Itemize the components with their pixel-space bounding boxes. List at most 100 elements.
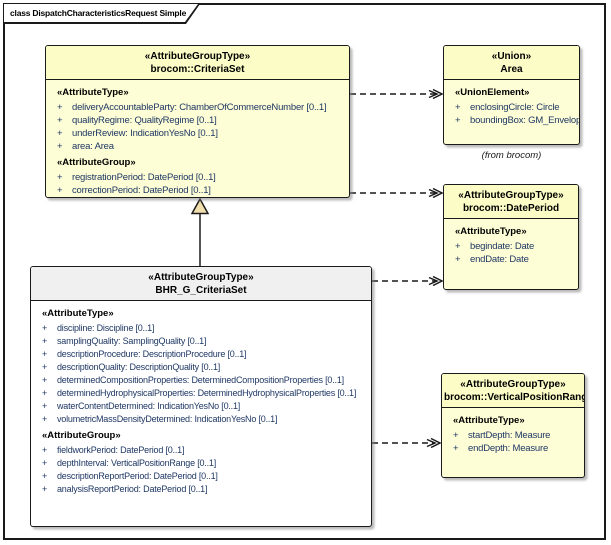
attribute-row: +correctionPeriod: DatePeriod [0..1] [48,184,347,197]
visibility-symbol: + [57,115,63,126]
class-attribute-compartment: «AttributeType» + startDepth: Measure+endD… [442,408,584,457]
class-stereotype: «AttributeGroupType» [144,51,251,62]
attribute-text: descriptionProcedure: DescriptionProcedu… [57,349,247,359]
attribute-text: samplingQuality: SamplingQuality [0..1] [57,336,207,346]
attribute-row: + samplingQuality: SamplingQuality [0..1] [33,335,369,348]
attribute-text: registrationPeriod: DatePeriod [0..1] [72,172,216,183]
attribute-text: boundingBox: GM_Envelope [470,115,580,126]
class-box-brocom-verticalpositionrange[interactable]: «AttributeGroupType» brocom::VerticalPos… [441,373,585,478]
section-stereotype: «AttributeType» [455,226,527,237]
class-header: «AttributeGroupType» brocom::CriteriaSet [46,46,349,80]
attribute-row: +underReview: IndicationYesNo [0..1] [48,127,347,140]
diagram-frame [3,3,606,540]
attribute-row: +endDepth: Measure [444,442,582,455]
visibility-symbol: + [42,349,48,359]
visibility-symbol: + [42,401,48,411]
section-stereotype: «AttributeType» [42,308,114,319]
attribute-row: + registrationPeriod: DatePeriod [0..1] [48,171,347,184]
attribute-text: area: Area [72,141,114,152]
class-stereotype: «AttributeGroupType» [460,379,566,390]
dependency-arrow-bhr-to-dateperiod [372,275,444,287]
class-box-area[interactable]: «Union» Area «UnionElement» + enclosingCir… [443,45,580,145]
section-stereotype: «AttributeGroup» [42,430,121,441]
section-stereotype: «AttributeType» [57,87,129,98]
attribute-text: underReview: IndicationYesNo [0..1] [72,128,218,139]
attribute-row: + determinedHydrophysicalProperties: Dete… [33,387,369,400]
attribute-row: + determinedCompositionProperties: Determ… [33,374,369,387]
attribute-text: endDate: Date [470,254,529,265]
visibility-symbol: + [42,388,48,398]
generalization-arrow-bhr-to-criteriaset [190,197,210,266]
attribute-text: descriptionQuality: DescriptionQuality [… [57,362,221,372]
attribute-row: + depthInterval: VerticalPositionRange [0… [33,457,369,470]
class-header: «AttributeGroupType» BHR_G_CriteriaSet [31,267,371,301]
visibility-symbol: + [57,102,63,113]
class-name: BHR_G_CriteriaSet [155,285,247,296]
class-attribute-compartment: «AttributeType» + begindate: Date + endDate:… [444,219,578,268]
visibility-symbol: + [42,484,48,494]
visibility-symbol: + [455,241,461,252]
visibility-symbol: + [57,172,63,183]
attribute-row: + startDepth: Measure [444,429,582,442]
visibility-symbol: + [42,458,48,468]
diagram-title: class DispatchCharacteristicsRequest Sim… [4,4,198,22]
attribute-row: + qualityRegime: QualityRegime [0..1] [48,114,347,127]
attribute-row: + analysisReportPeriod: DatePeriod [0..1] [33,483,369,496]
attribute-text: startDepth: Measure [468,430,551,441]
visibility-symbol: + [453,430,459,441]
class-box-brocom-criteriaset[interactable]: «AttributeGroupType» brocom::CriteriaSet… [45,45,350,198]
class-name: Area [500,64,523,75]
visibility-symbol: + [42,471,48,481]
attribute-row: + boundingBox: GM_Envelope [446,114,580,127]
section-stereotype: «AttributeGroup» [57,157,136,168]
visibility-symbol: + [42,336,48,346]
visibility-symbol: + [42,445,48,455]
attribute-row: + area: Area [48,140,347,153]
attribute-text: deliveryAccountableParty: ChamberOfComme… [72,102,327,113]
visibility-symbol: + [42,375,48,385]
attribute-row: +waterContentDetermined: IndicationYesNo… [33,400,369,413]
attribute-text: discipline: Discipline [0..1] [57,323,155,333]
attribute-row: +descriptionQuality: DescriptionQuality … [33,361,369,374]
visibility-symbol: + [455,254,461,265]
visibility-symbol: + [42,414,48,424]
class-name: brocom::CriteriaSet [150,64,245,75]
class-attribute-compartment: «AttributeType» + discipline: Discipline [… [31,301,371,498]
visibility-symbol: + [455,115,461,126]
visibility-symbol: + [453,443,459,454]
attribute-row: + begindate: Date [446,240,576,253]
class-name: brocom::VerticalPositionRange [444,392,585,403]
attribute-text: analysisReportPeriod: DatePeriod [0..1] [57,484,208,494]
class-attribute-compartment: «UnionElement» + enclosingCircle: Circle + b… [444,80,579,129]
section-stereotype: «AttributeType» [453,415,525,426]
dependency-arrow-bhr-to-verticalpositionrange [372,437,442,449]
section-stereotype: «UnionElement» [455,87,530,98]
visibility-symbol: + [57,141,63,152]
attribute-text: qualityRegime: QualityRegime [0..1] [72,115,217,126]
class-stereotype: «AttributeGroupType» [148,272,254,283]
attribute-row: + endDate: Date [446,253,576,266]
attribute-text: depthInterval: VerticalPositionRange [0.… [57,458,217,468]
class-name: brocom::DatePeriod [462,203,560,214]
attribute-row: + deliveryAccountableParty: ChamberOfComm… [48,101,347,114]
attribute-text: determinedCompositionProperties: Determi… [57,375,344,385]
class-stereotype: «AttributeGroupType» [458,190,564,201]
diagram-title-tab: class DispatchCharacteristicsRequest Sim… [4,4,200,24]
class-box-bhr-g-criteriaset[interactable]: «AttributeGroupType» BHR_G_CriteriaSet «… [30,266,372,527]
class-stereotype: «Union» [491,51,532,62]
attribute-row: +fieldworkPeriod: DatePeriod [0..1] [33,444,369,457]
visibility-symbol: + [42,323,48,333]
attribute-row: +volumetricMassDensityDetermined: Indica… [33,413,369,426]
visibility-symbol: + [455,102,461,113]
attribute-row: + descriptionProcedure: DescriptionProced… [33,348,369,361]
attribute-text: enclosingCircle: Circle [470,102,560,113]
class-header: «AttributeGroupType» brocom::DatePeriod [444,185,578,219]
attribute-text: determinedHydrophysicalProperties: Deter… [57,388,357,398]
dependency-arrow-criteriaset-to-area [350,88,444,100]
attribute-row: + discipline: Discipline [0..1] [33,322,369,335]
visibility-symbol: + [57,185,63,196]
attribute-text: begindate: Date [470,241,535,252]
attribute-text: descriptionReportPeriod: DatePeriod [0..… [57,471,218,481]
class-box-brocom-dateperiod[interactable]: «AttributeGroupType» brocom::DatePeriod … [443,184,579,290]
